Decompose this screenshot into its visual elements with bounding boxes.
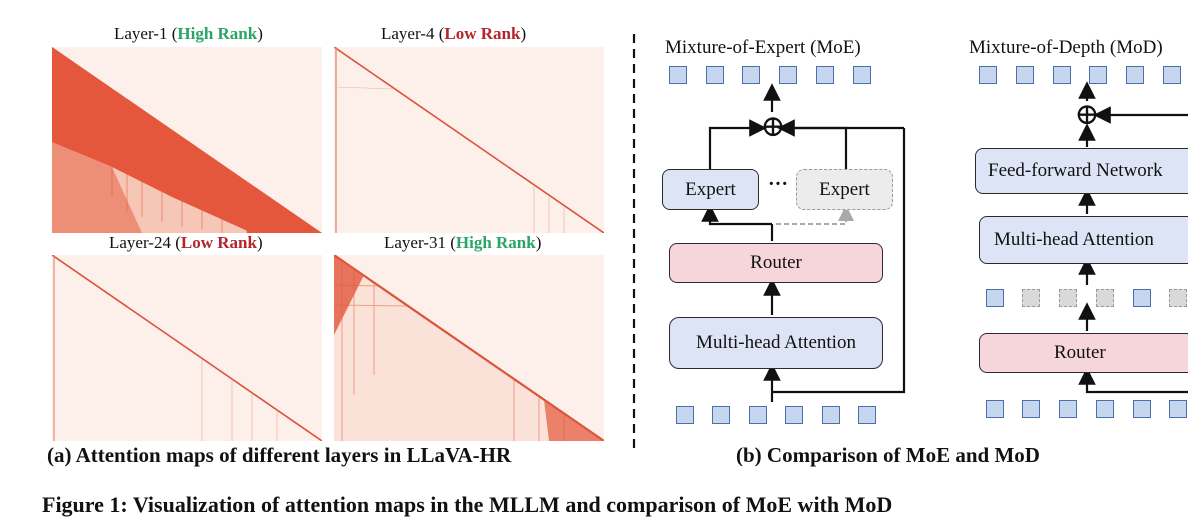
- mod-ffn-block: Feed-forward Network: [975, 148, 1188, 194]
- token: [986, 400, 1004, 418]
- panel-a-caption: (a) Attention maps of different layers i…: [47, 443, 512, 467]
- moe-ellipsis: ···: [768, 173, 789, 195]
- map-title-layer-24: Layer-24 (Low Rank): [109, 233, 263, 252]
- figure-caption: Figure 1: Visualization of attention map…: [42, 492, 893, 517]
- skipped-token: [1059, 289, 1077, 307]
- token: [706, 66, 724, 84]
- token: [1133, 400, 1151, 418]
- moe-expert-block-skipped: Expert: [796, 169, 893, 210]
- attention-map-layer-4: [334, 47, 604, 233]
- token: [749, 406, 767, 424]
- token: [1016, 66, 1034, 84]
- mod-title: Mixture-of-Depth (MoD): [969, 37, 1163, 58]
- moe-attention-block: Multi-head Attention: [669, 317, 883, 369]
- token: [712, 406, 730, 424]
- token: [853, 66, 871, 84]
- token: [1126, 66, 1144, 84]
- moe-expert-block: Expert: [662, 169, 759, 210]
- token: [1096, 400, 1114, 418]
- token: [779, 66, 797, 84]
- token: [1133, 289, 1151, 307]
- attention-map-layer-1: [52, 47, 322, 233]
- mod-attention-block: Multi-head Attention: [979, 216, 1188, 264]
- token: [1059, 400, 1077, 418]
- token: [858, 406, 876, 424]
- token: [822, 406, 840, 424]
- token: [979, 66, 997, 84]
- token: [986, 289, 1004, 307]
- moe-router-block: Router: [669, 243, 883, 283]
- sum-icon: ⊕: [760, 110, 786, 143]
- attention-map-layer-31: [334, 255, 604, 441]
- token: [785, 406, 803, 424]
- panel-divider: [632, 34, 636, 454]
- attention-map-layer-24: [52, 255, 322, 441]
- map-title-layer-31: Layer-31 (High Rank): [384, 233, 542, 252]
- panel-b-caption: (b) Comparison of MoE and MoD: [736, 443, 1040, 467]
- mod-router-block: Router: [979, 333, 1188, 373]
- skipped-token: [1022, 289, 1040, 307]
- map-title-layer-1: Layer-1 (High Rank): [114, 24, 263, 43]
- moe-title: Mixture-of-Expert (MoE): [665, 37, 861, 58]
- token: [742, 66, 760, 84]
- map-title-layer-4: Layer-4 (Low Rank): [381, 24, 527, 43]
- token: [1053, 66, 1071, 84]
- token: [1163, 66, 1181, 84]
- token: [1089, 66, 1107, 84]
- token: [669, 66, 687, 84]
- token: [1169, 400, 1187, 418]
- token: [1022, 400, 1040, 418]
- skipped-token: [1096, 289, 1114, 307]
- sum-icon: ⊕: [1074, 98, 1100, 131]
- token: [816, 66, 834, 84]
- token: [676, 406, 694, 424]
- skipped-token: [1169, 289, 1187, 307]
- diagram-connectors: [701, 81, 1188, 402]
